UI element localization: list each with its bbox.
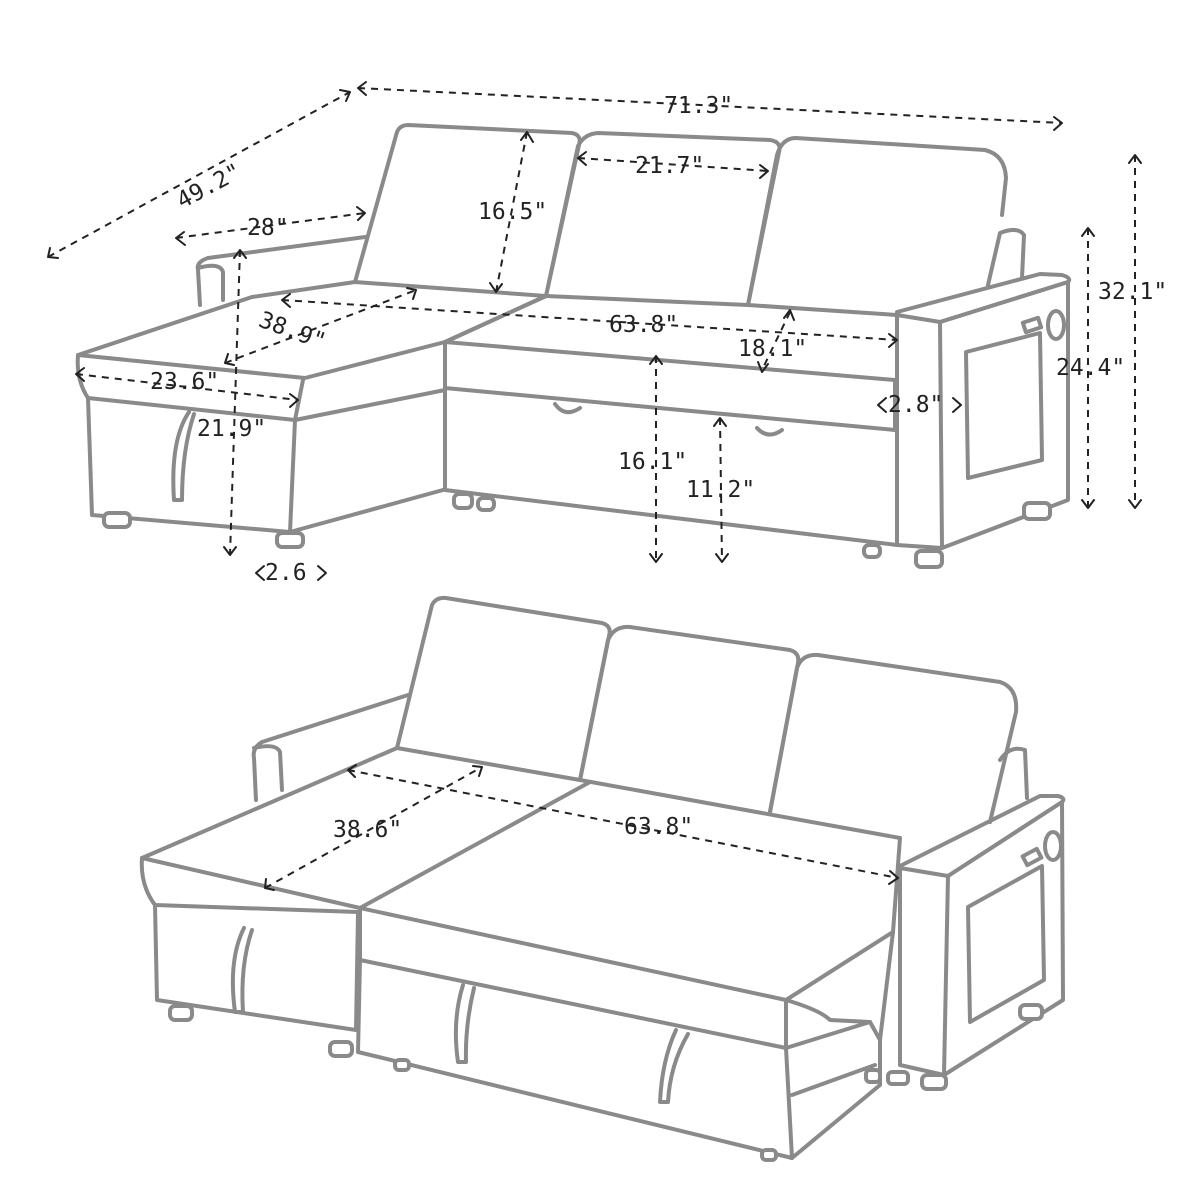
right-arm-side <box>938 280 1070 550</box>
main-seat-base <box>443 386 899 547</box>
label-overall-depth: 49.2" <box>173 159 246 214</box>
label-overall-width: 71.3" <box>664 93 733 119</box>
foot <box>476 496 496 512</box>
usb-port <box>1020 315 1044 335</box>
foot <box>760 1148 778 1162</box>
dimension-line-overall-depth <box>47 91 351 258</box>
bed-chaise-handle <box>230 926 254 1014</box>
bed-back-cushion-right <box>768 652 1019 824</box>
bed-pullout-support <box>784 998 872 1024</box>
bed-surface <box>140 746 902 1002</box>
main-seat-top <box>443 294 899 344</box>
dimension-line-chaise-seat-height <box>229 249 241 556</box>
top-dimensions: 71.3" 49.2" 28" 16.5" 21.7" 38.9" 63.8" … <box>47 81 1167 586</box>
foot <box>886 1070 910 1086</box>
label-overall-height: 32.1" <box>1098 279 1167 305</box>
chaise-base <box>86 388 447 534</box>
bed-dimensions: 38.6" 63.8" <box>264 764 899 891</box>
bed-handle-1 <box>453 983 476 1064</box>
label-seat-height: 16.1" <box>618 449 687 475</box>
chaise-handle <box>171 410 196 502</box>
label-chaise-width: 23.6" <box>150 369 219 395</box>
right-arm-front <box>895 313 944 550</box>
foot <box>102 511 132 529</box>
side-pocket <box>964 331 1044 480</box>
bed-right-arm-side <box>942 800 1065 1077</box>
label-arm-height: 24.4" <box>1056 355 1125 381</box>
label-seat-width: 63.8" <box>609 312 678 338</box>
bed-chaise-base <box>153 903 360 1032</box>
foot <box>275 531 305 549</box>
dimension-line-seat-width <box>281 299 898 341</box>
foot <box>1018 1003 1044 1021</box>
label-storage-height: 11.2" <box>686 477 755 503</box>
sofa-bed-view <box>139 595 1066 1162</box>
label-leg-height: 2.6 <box>265 560 307 586</box>
label-bed-depth: 38.6" <box>333 817 402 843</box>
bed-handle-2 <box>658 1028 690 1104</box>
foot <box>862 543 882 559</box>
foot <box>864 1068 882 1084</box>
back-cushion-right <box>746 136 1008 307</box>
bed-cup-holder <box>1043 830 1063 862</box>
dimension-line-overall-width <box>357 87 1063 124</box>
sofa-seating-view <box>75 123 1072 569</box>
dimension-line-chaise-width <box>75 373 299 401</box>
cup-holder <box>1046 309 1066 341</box>
bed-seam <box>358 780 592 910</box>
bed-main-base <box>356 958 794 1160</box>
dimension-line-bed-width <box>347 769 899 879</box>
main-base-slot <box>553 402 784 437</box>
bed-back-cushion-left <box>395 595 612 782</box>
foot <box>393 1058 411 1072</box>
foot <box>920 1073 948 1091</box>
dimension-line-seat-depth <box>761 311 791 371</box>
bed-side-pocket <box>966 864 1046 1024</box>
bed-extension-front <box>358 906 788 1050</box>
dimension-line-bed-depth <box>264 766 483 889</box>
dimension-line-chaise-arm <box>175 212 366 239</box>
label-bed-width: 63.8" <box>624 814 693 840</box>
dimension-line-cushion-width <box>577 157 769 172</box>
back-frame-right <box>986 228 1026 287</box>
label-chaise-arm-length: 28" <box>247 215 289 241</box>
label-seat-depth: 18.1" <box>738 336 807 362</box>
dimension-line-chaise-depth <box>224 289 417 364</box>
label-back-cushion-width: 21.7" <box>635 153 704 179</box>
dimension-line-storage-height <box>719 417 723 563</box>
bed-usb-port <box>1020 846 1044 868</box>
foot <box>914 549 944 569</box>
bed-right-arm <box>898 794 1066 878</box>
bed-back-frame-right <box>998 746 1029 800</box>
foot <box>328 1040 354 1058</box>
label-back-cushion-height: 16.5" <box>478 199 547 225</box>
chaise-arm <box>195 235 367 307</box>
dimension-line-back-height <box>495 131 528 293</box>
foot <box>452 492 474 510</box>
bed-right-arm-front <box>898 866 950 1077</box>
right-arm <box>895 272 1072 324</box>
bed-left-arm <box>251 693 410 802</box>
label-chaise-seat-height: 21.9" <box>197 416 266 442</box>
bed-back-cushion-middle <box>578 624 801 814</box>
label-arm-width: 2.8" <box>888 392 943 418</box>
foot <box>1022 501 1052 521</box>
foot <box>168 1004 194 1022</box>
main-seat-front <box>443 340 897 432</box>
